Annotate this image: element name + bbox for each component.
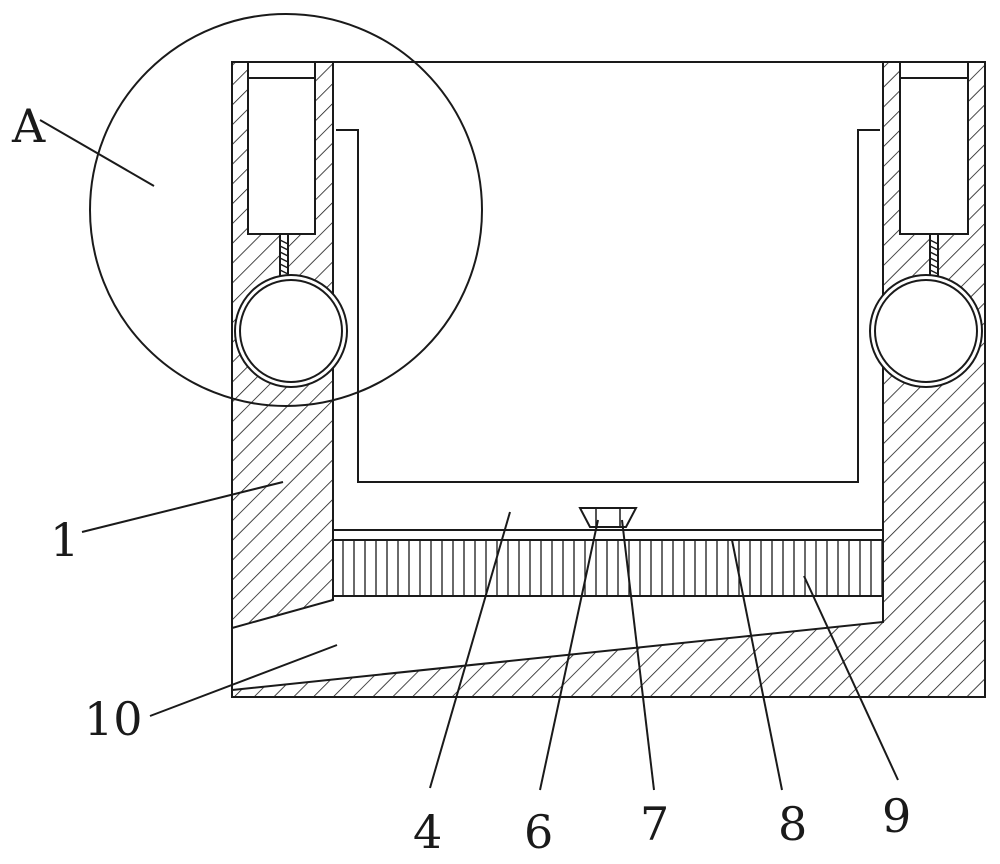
left-spring <box>280 234 288 280</box>
right-roller <box>870 275 982 387</box>
left-roller <box>235 275 347 387</box>
leader-a <box>40 120 154 186</box>
right-slot-inner-block <box>900 78 968 234</box>
valve-nozzle <box>580 508 636 527</box>
right-spring <box>930 234 938 280</box>
label-6: 6 <box>524 805 553 859</box>
label-7: 7 <box>640 797 669 851</box>
label-9: 9 <box>882 789 911 843</box>
label-10: 10 <box>84 692 143 746</box>
label-8: 8 <box>778 797 807 851</box>
left-slot-inner-block <box>248 78 315 234</box>
filter-mesh <box>333 540 883 596</box>
label-4: 4 <box>413 805 442 859</box>
label-1: 1 <box>50 513 79 567</box>
inner-basket <box>336 130 880 482</box>
label-a: A <box>11 99 46 153</box>
leader-10 <box>150 645 337 716</box>
